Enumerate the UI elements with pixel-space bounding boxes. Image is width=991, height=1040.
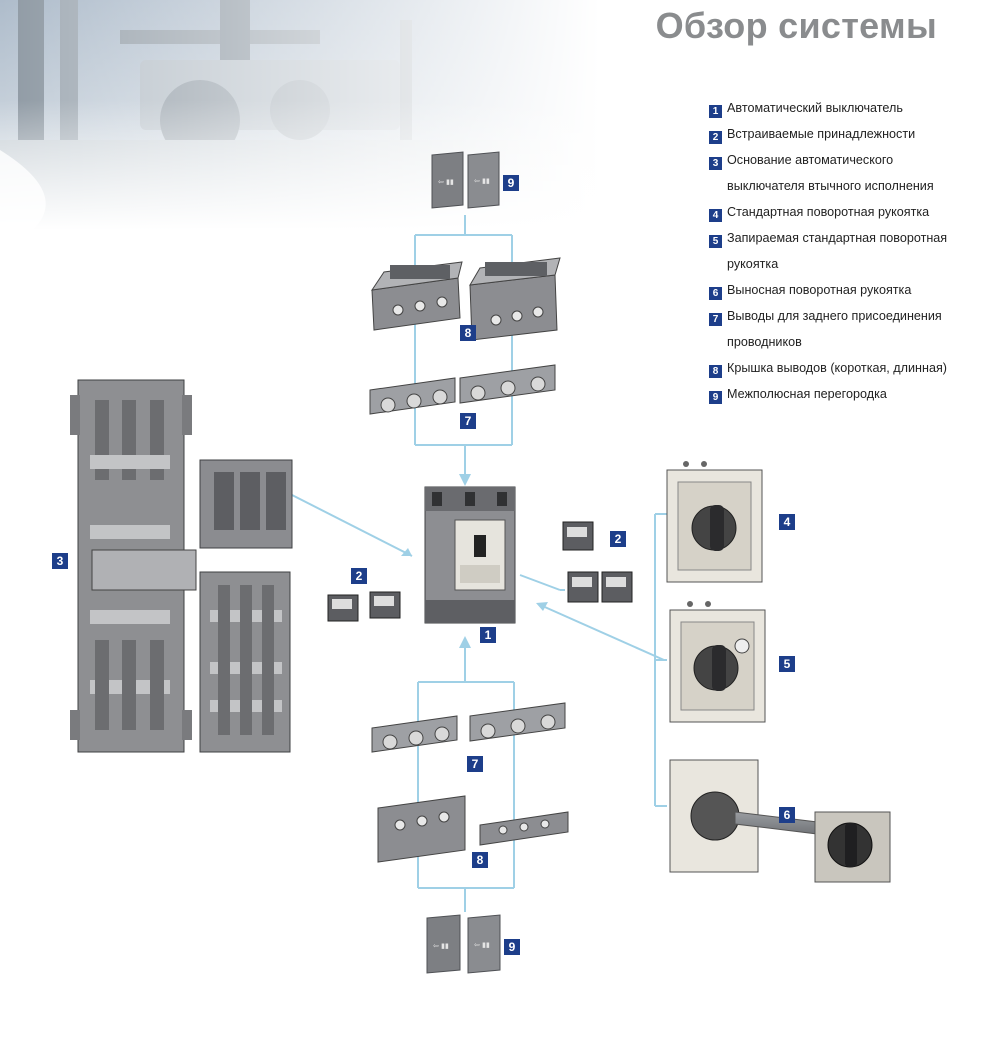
legend-item-3: 3 Основание автоматического (709, 147, 979, 173)
legend-text: Крышка выводов (короткая, длинная) (727, 361, 947, 375)
terminal-cover-bottom (377, 795, 569, 863)
svg-text:⇦ ▮▮: ⇦ ▮▮ (474, 177, 490, 185)
callout-6: 6 (779, 807, 795, 823)
rear-terminals-top (369, 364, 556, 415)
legend-text: Межполюсная перегородка (727, 387, 887, 401)
legend-item-3-cont: выключателя втычного исполнения (709, 173, 979, 199)
legend-item-2: 2 Встраиваемые принадлежности (709, 121, 979, 147)
legend-item-5: 5 Запираемая стандартная поворотная (709, 225, 979, 251)
callout-7-bottom: 7 (467, 756, 483, 772)
callout-9-bottom: 9 (504, 939, 520, 955)
legend-number: 2 (709, 131, 722, 144)
legend-number: 3 (709, 157, 722, 170)
legend-item-9: 9 Межполюсная перегородка (709, 381, 979, 407)
legend-text: Основание автоматического (727, 153, 894, 167)
plug-in-base-small (199, 571, 291, 753)
legend: 1 Автоматический выключатель 2 Встраиваемы… (709, 95, 979, 407)
header-photo (0, 0, 600, 240)
svg-text:⇦ ▮▮: ⇦ ▮▮ (433, 942, 449, 950)
callout-4: 4 (779, 514, 795, 530)
legend-item-7-cont: проводников (709, 329, 979, 355)
svg-text:⇦ ▮▮: ⇦ ▮▮ (474, 941, 490, 949)
rotary-handle-standard (666, 461, 763, 583)
phase-barrier-bottom: ⇦ ▮▮ ⇦ ▮▮ (426, 914, 501, 974)
legend-text: Запираемая стандартная поворотная (727, 231, 948, 245)
svg-text:⇦ ▮▮: ⇦ ▮▮ (438, 178, 454, 186)
legend-text: Выводы для заднего присоединения (727, 309, 942, 323)
legend-text: Стандартная поворотная рукоятка (727, 205, 930, 219)
legend-text: рукоятка (727, 257, 779, 271)
legend-text: проводников (727, 335, 802, 349)
legend-text: Выносная поворотная рукоятка (727, 283, 912, 297)
legend-number: 1 (709, 105, 722, 118)
legend-item-8: 8 Крышка выводов (короткая, длинная) (709, 355, 979, 381)
legend-number: 8 (709, 365, 722, 378)
legend-item-4: 4 Стандартная поворотная рукоятка (709, 199, 979, 225)
callout-2-right: 2 (610, 531, 626, 547)
rear-terminals-bottom (371, 702, 566, 753)
accessories-right (562, 521, 633, 603)
legend-number: 6 (709, 287, 722, 300)
legend-text: Встраиваемые принадлежности (727, 127, 916, 141)
plug-in-base-large (70, 379, 197, 753)
accessories-left (327, 591, 401, 622)
plug-in-base-cover (199, 459, 293, 549)
page-title: Обзор системы (655, 5, 937, 46)
rotary-handle-lockable (669, 601, 766, 723)
circuit-breaker (424, 486, 516, 624)
rotary-handle-remote (669, 759, 891, 883)
callout-5: 5 (779, 656, 795, 672)
legend-item-7: 7 Выводы для заднего присоединения (709, 303, 979, 329)
callout-9-top: 9 (503, 175, 519, 191)
legend-text: выключателя втычного исполнения (727, 179, 934, 193)
legend-item-5-cont: рукоятка (709, 251, 979, 277)
callout-3: 3 (52, 553, 68, 569)
callout-1: 1 (480, 627, 496, 643)
legend-text: Автоматический выключатель (727, 101, 903, 115)
terminal-cover-top (370, 257, 561, 341)
legend-number: 4 (709, 209, 722, 222)
legend-number: 7 (709, 313, 722, 326)
legend-number: 9 (709, 391, 722, 404)
legend-item-6: 6 Выносная поворотная рукоятка (709, 277, 979, 303)
callout-7-top: 7 (460, 413, 476, 429)
callout-8-top: 8 (460, 325, 476, 341)
callout-2-left: 2 (351, 568, 367, 584)
legend-number: 5 (709, 235, 722, 248)
callout-8-bottom: 8 (472, 852, 488, 868)
legend-item-1: 1 Автоматический выключатель (709, 95, 979, 121)
phase-barrier-top: ⇦ ▮▮ ⇦ ▮▮ (431, 151, 500, 209)
